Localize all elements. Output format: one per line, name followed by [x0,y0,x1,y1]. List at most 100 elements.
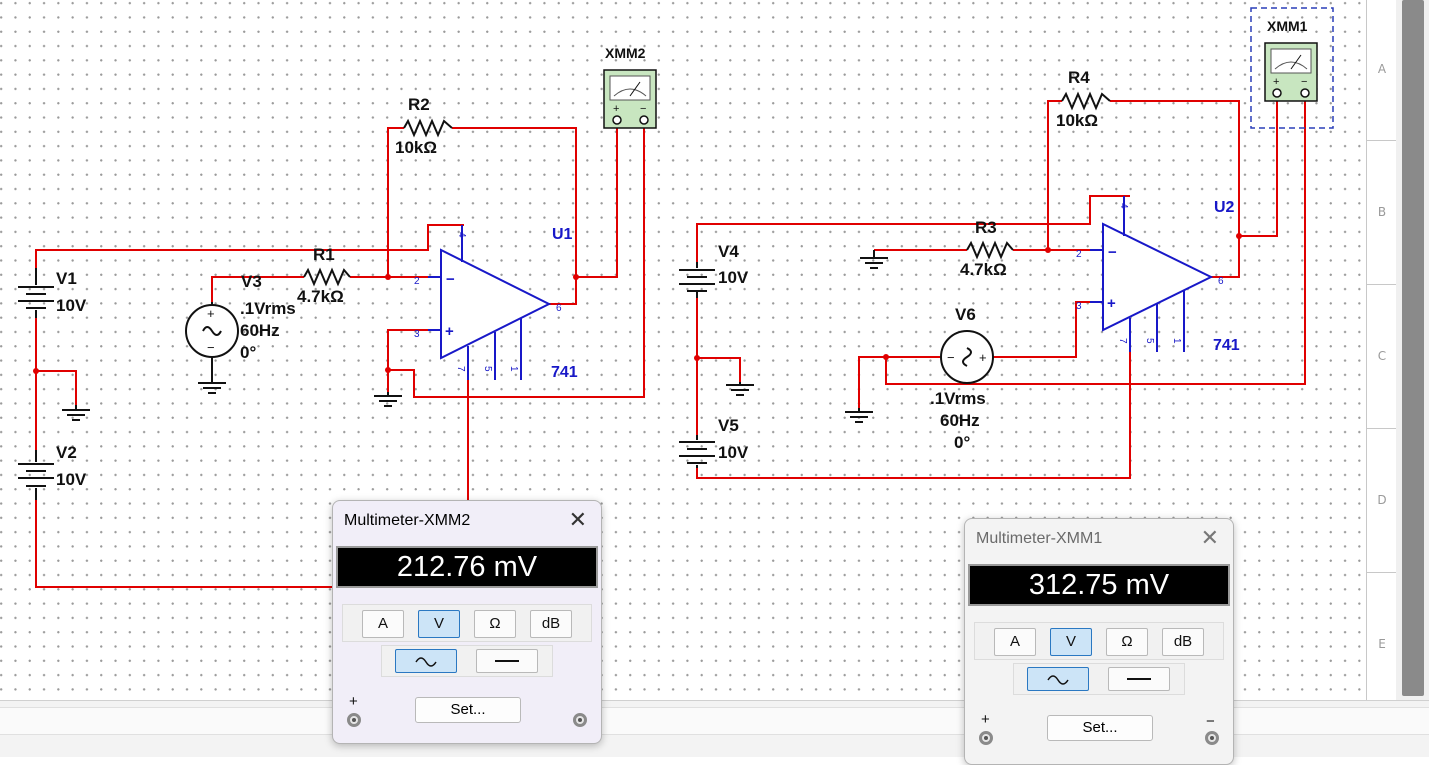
battery-v5[interactable] [679,435,715,468]
u1-name-label: U1 [552,226,573,243]
ground-symbols [62,250,888,423]
zone-divider [1367,572,1397,573]
v5-value-label: 10V [718,443,749,462]
decibel-button[interactable]: dB [1162,628,1204,656]
u2-pin4-label: 4 [1118,203,1129,209]
u2-pin1-label: 1 [1171,338,1182,344]
u2-name-label: U2 [1214,199,1235,216]
volts-button[interactable]: V [1050,628,1092,656]
negative-terminal[interactable] [573,713,587,727]
multimeter-xmm1-window[interactable]: Multimeter-XMM1 ✕ 312.75 mV A V Ω dB + S… [964,518,1234,765]
close-icon[interactable]: ✕ [568,507,587,532]
positive-terminal[interactable] [979,731,993,745]
vertical-scrollbar[interactable] [1396,0,1429,700]
zone-letter: C [1377,349,1387,363]
v3-phase-label: 0° [240,343,256,362]
battery-v2[interactable] [18,450,54,500]
ac-source-v3[interactable] [185,302,239,360]
r4-name-label: R4 [1068,68,1090,87]
dc-mode-button[interactable] [476,649,538,673]
u2-pin2-label: 2 [1076,249,1082,260]
svg-text:+: + [613,103,619,115]
zone-letter: D [1377,493,1387,507]
decibel-button[interactable]: dB [530,610,572,638]
positive-terminal-label: + [349,693,358,710]
ac-source-v6[interactable] [940,330,994,384]
negative-terminal[interactable] [1205,731,1219,745]
svg-text:−: − [446,271,455,288]
ac-mode-button[interactable] [395,649,457,673]
r1-value-label: 4.7kΩ [297,287,344,306]
ohms-button[interactable]: Ω [1106,628,1148,656]
r3-name-label: R3 [975,218,997,237]
zone-divider [1367,140,1397,141]
volts-button[interactable]: V [418,610,460,638]
ohms-button[interactable]: Ω [474,610,516,638]
svg-text:+: + [979,350,987,365]
multimeter-xmm2-window[interactable]: Multimeter-XMM2 ✕ 212.76 mV A V Ω dB + S… [332,500,602,744]
u2-pin6-label: 6 [1218,276,1224,287]
window-title: Multimeter-XMM1 [976,530,1103,547]
dc-line-icon [1127,678,1151,680]
negative-terminal-label: − [1206,713,1215,730]
multimeter-icon-xmm2[interactable]: + − [603,69,657,129]
amps-button[interactable]: A [994,628,1036,656]
window-title: Multimeter-XMM2 [344,512,471,529]
dc-mode-button[interactable] [1108,667,1170,691]
v4-value-label: 10V [718,268,749,287]
close-icon[interactable]: ✕ [1200,525,1219,550]
ac-mode-button[interactable] [1027,667,1089,691]
waveform-button-row [381,645,553,677]
r2-name-label: R2 [408,95,430,114]
sine-wave-icon [1047,675,1069,685]
svg-text:+: + [1273,76,1279,88]
scrollbar-thumb[interactable] [1402,0,1424,696]
opamp-u1[interactable]: − + [428,225,552,380]
v1-value-label: 10V [56,296,87,315]
battery-v4[interactable] [679,262,715,298]
schematic-canvas[interactable] [0,0,1366,700]
amps-button[interactable]: A [362,610,404,638]
resistors[interactable] [303,91,1111,287]
opamp-u2[interactable]: − + [1090,196,1214,352]
v4-name-label: V4 [718,242,739,261]
zone-divider [1367,284,1397,285]
positive-terminal[interactable] [347,713,361,727]
r1-name-label: R1 [313,245,335,264]
u1-pin5-label: 5 [482,366,493,372]
u2-pin5-label: 5 [1144,338,1155,344]
battery-v1[interactable] [18,268,54,318]
reading-display: 212.76 mV [336,546,598,588]
mode-button-row: A V Ω dB [342,604,592,642]
set-button[interactable]: Set... [415,697,521,723]
svg-text:−: − [1301,76,1307,88]
xmm1-label: XMM1 [1267,18,1308,34]
window-titlebar[interactable]: Multimeter-XMM1 ✕ [965,519,1233,559]
u1-pin6-label: 6 [556,303,562,314]
v6-phase-label: 0° [954,433,970,452]
u1-pin4-label: 4 [456,232,467,238]
v3-name-label: V3 [241,272,262,291]
v1-name-label: V1 [56,269,77,288]
r2-value-label: 10kΩ [395,138,437,157]
xmm1-selection-box [1250,7,1334,129]
u2-model-label: 741 [1213,337,1240,354]
u2-pin7-label: 7 [1117,338,1128,344]
svg-text:+: + [445,323,454,340]
zone-divider [1367,428,1397,429]
svg-text:−: − [1108,244,1117,261]
window-titlebar[interactable]: Multimeter-XMM2 ✕ [333,501,601,541]
schematic[interactable]: + − − + − + − + [0,0,1366,700]
sine-wave-icon [415,657,437,667]
u1-pin7-label: 7 [455,366,466,372]
v2-name-label: V2 [56,443,77,462]
multimeter-icon-xmm1[interactable]: + − [1264,42,1318,102]
zone-letter: A [1377,62,1387,76]
positive-terminal-label: + [981,711,990,728]
v3-frequency-label: 60Hz [240,321,280,340]
svg-text:+: + [1107,295,1116,312]
waveform-button-row [1013,663,1185,695]
svg-text:−: − [640,103,646,115]
svg-text:+: + [207,306,215,321]
set-button[interactable]: Set... [1047,715,1153,741]
